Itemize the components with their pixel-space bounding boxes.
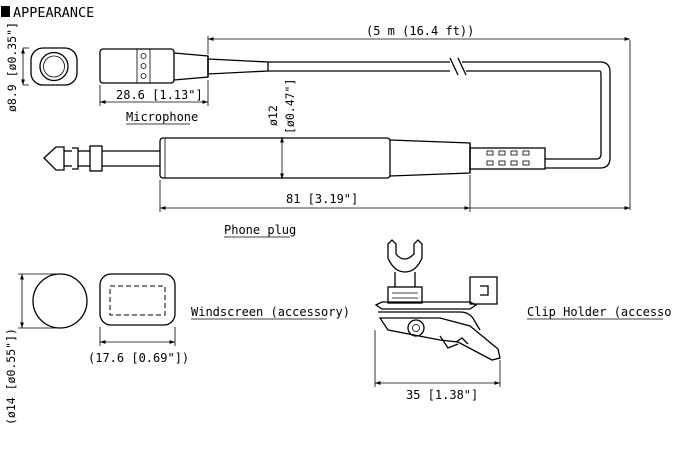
microphone-side-view bbox=[99, 48, 611, 169]
phone-plug-diameter-label-inch: [ø0.47"] bbox=[283, 79, 297, 134]
microphone-length-label: 28.6 [1.13"] bbox=[116, 88, 203, 102]
clip-holder-length-label: 35 [1.38"] bbox=[406, 388, 478, 402]
windscreen-diameter-label: (ø14 [ø0.55"]) bbox=[4, 328, 18, 425]
phone-plug-diameter-label: ø12 bbox=[266, 105, 280, 126]
windscreen-front-view bbox=[18, 273, 88, 329]
windscreen-length-label: (17.6 [0.69"]) bbox=[88, 351, 189, 365]
windscreen-label: Windscreen (accessory) bbox=[191, 305, 350, 319]
microphone-label: Microphone bbox=[126, 110, 198, 124]
microphone-diameter-label: ø8.9 [ø0.35"] bbox=[5, 22, 19, 112]
phone-plug bbox=[43, 137, 630, 212]
clip-holder bbox=[374, 239, 501, 387]
clip-holder-label: Clip Holder (accessory) bbox=[527, 305, 673, 319]
phone-plug-length-label: 81 [3.19"] bbox=[286, 192, 358, 206]
cable-length-label: (5 m (16.4 ft)) bbox=[366, 24, 474, 38]
section-title: APPEARANCE bbox=[13, 5, 94, 21]
section-bullet bbox=[1, 6, 10, 17]
phone-plug-label: Phone plug bbox=[224, 223, 296, 237]
windscreen-side-view bbox=[99, 273, 176, 346]
microphone-front-view bbox=[21, 47, 78, 86]
